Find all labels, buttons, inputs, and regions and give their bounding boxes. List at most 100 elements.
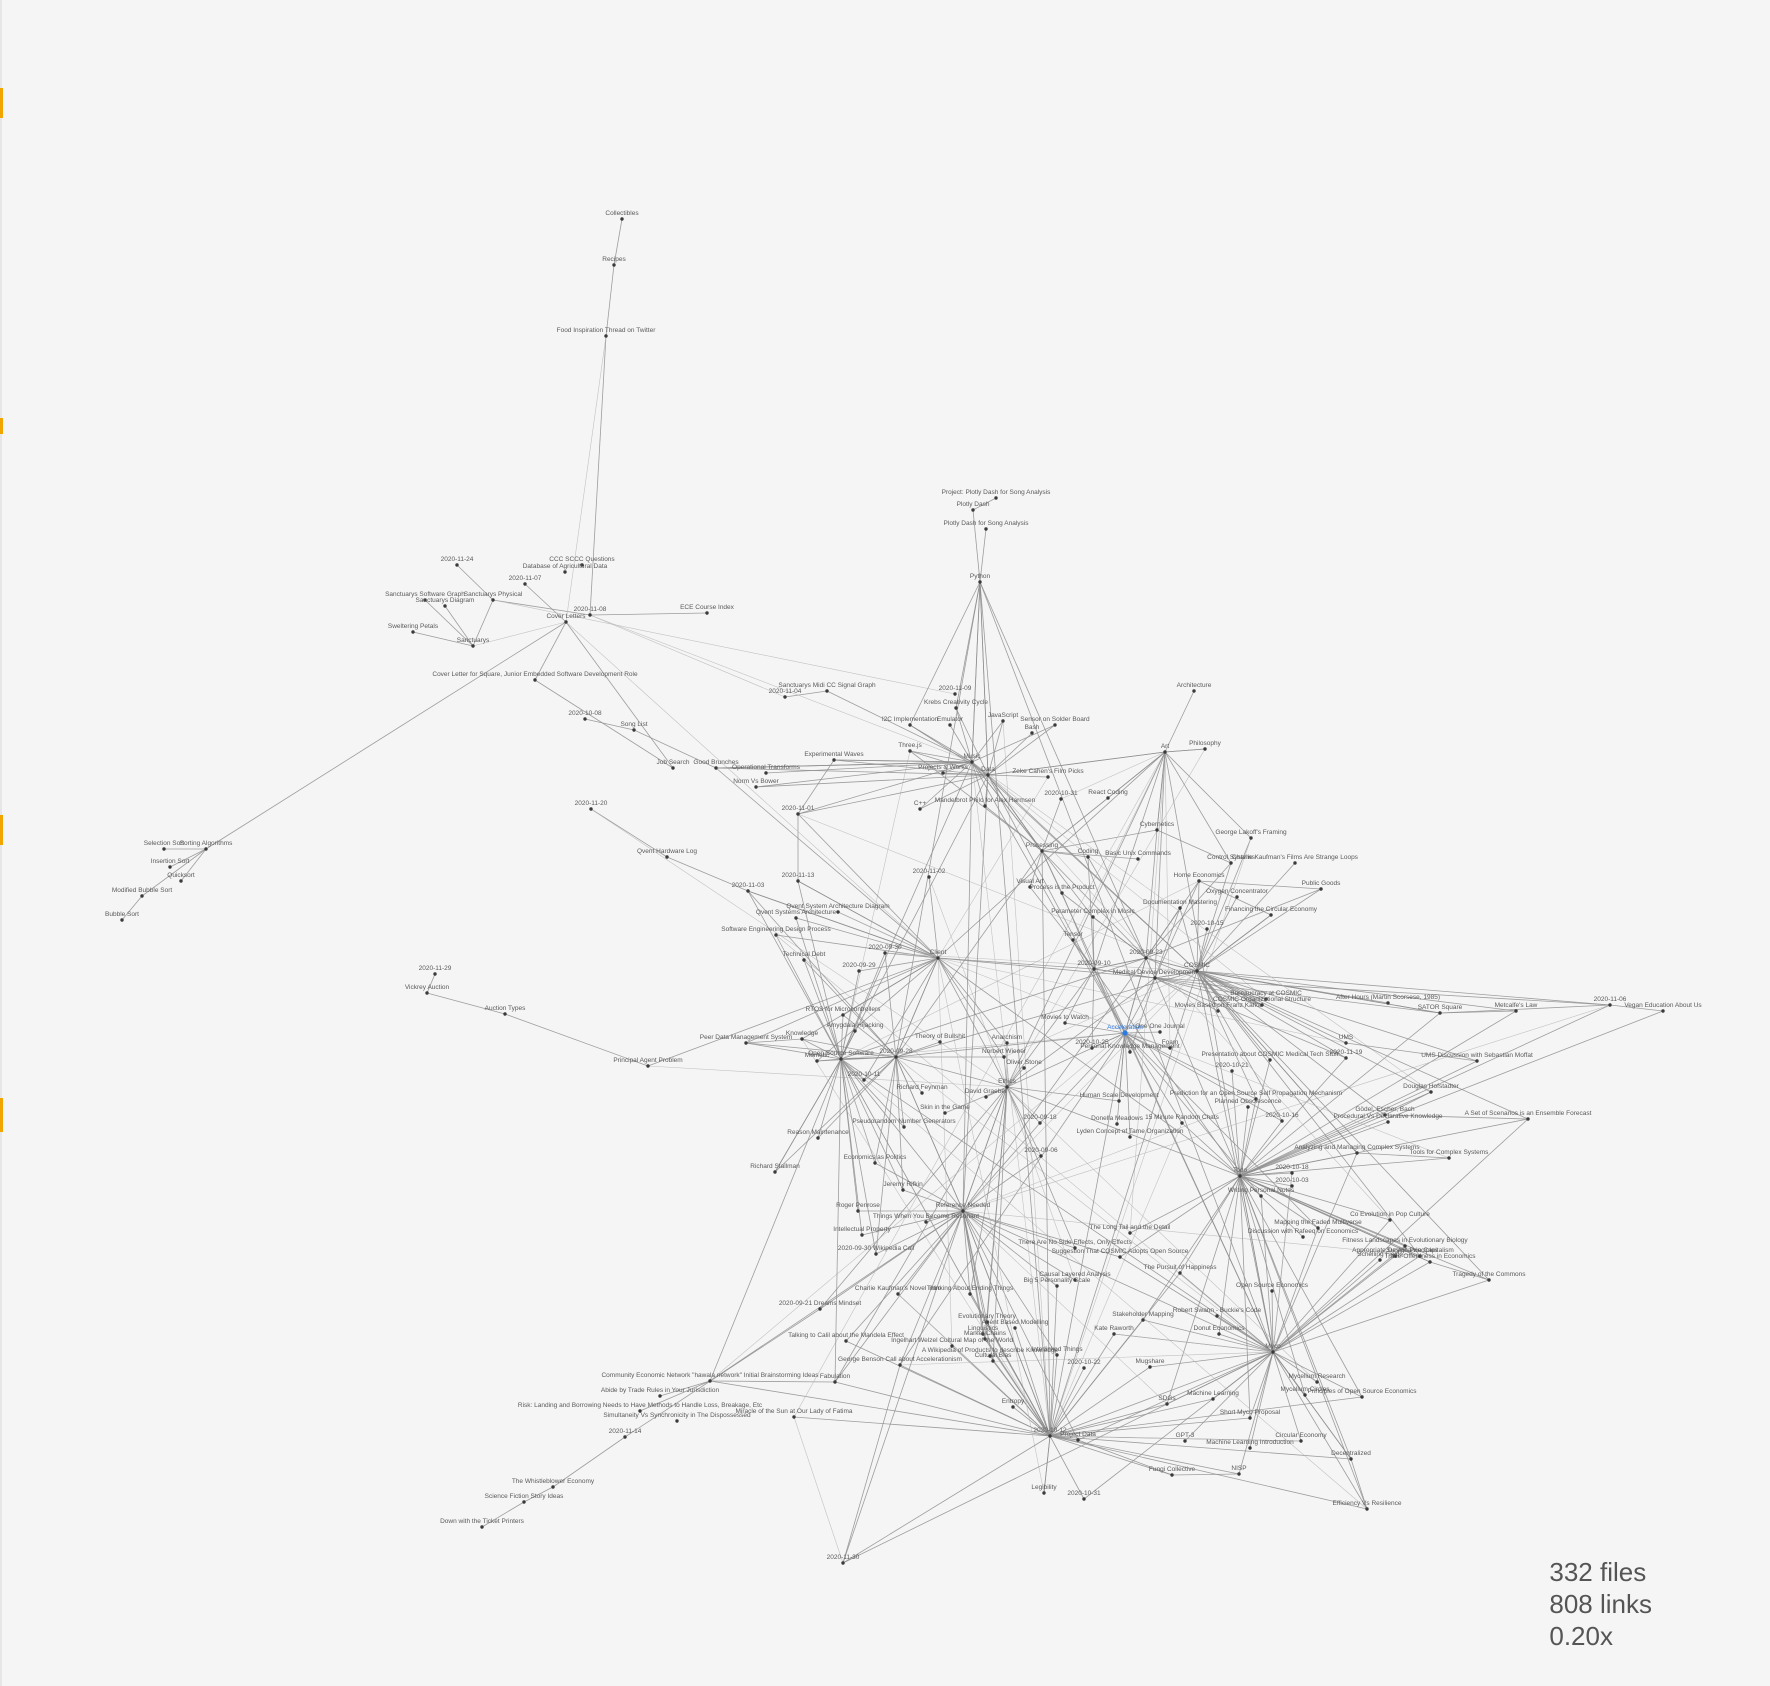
graph-node[interactable]: Process is the Product bbox=[1029, 884, 1095, 895]
graph-node-dot[interactable] bbox=[533, 678, 537, 682]
graph-node[interactable]: 2020-09-30 Wikipedia Call bbox=[838, 1245, 915, 1256]
graph-node[interactable]: Oliver Stone bbox=[1006, 1059, 1042, 1070]
graph-node-dot[interactable] bbox=[1122, 1030, 1128, 1036]
graph-node-dot[interactable] bbox=[1030, 731, 1034, 735]
graph-node[interactable]: Qvent Hardware Log bbox=[637, 848, 697, 859]
graph-node-dot[interactable] bbox=[936, 956, 940, 960]
graph-node-dot[interactable] bbox=[1268, 1058, 1272, 1062]
graph-node-dot[interactable] bbox=[1438, 1011, 1442, 1015]
graph-node-dot[interactable] bbox=[948, 723, 952, 727]
graph-node-dot[interactable] bbox=[1229, 861, 1233, 865]
graph-node-dot[interactable] bbox=[744, 1041, 748, 1045]
graph-node-dot[interactable] bbox=[1183, 1439, 1187, 1443]
graph-node[interactable]: The Whistleblower Economy bbox=[512, 1478, 595, 1489]
graph-node[interactable]: Down with the Ticket Printers bbox=[440, 1518, 525, 1529]
graph-node-dot[interactable] bbox=[800, 1037, 804, 1041]
graph-node-dot[interactable] bbox=[1293, 861, 1297, 865]
graph-node-dot[interactable] bbox=[580, 563, 584, 567]
graph-node[interactable]: Evolutionary Theory bbox=[958, 1313, 1017, 1324]
graph-node-dot[interactable] bbox=[774, 933, 778, 937]
graph-node[interactable]: 2020-10-03 bbox=[1275, 1177, 1309, 1188]
graph-node[interactable]: Kate Raworth bbox=[1094, 1325, 1134, 1336]
graph-node-dot[interactable] bbox=[1165, 1402, 1169, 1406]
graph-node-dot[interactable] bbox=[816, 1136, 820, 1140]
graph-node[interactable]: 2020-09-30 bbox=[868, 944, 902, 955]
graph-node[interactable]: Machine Learning bbox=[1187, 1390, 1239, 1401]
graph-node[interactable]: Food Inspiration Thread on Twitter bbox=[557, 327, 657, 338]
graph-node[interactable]: Planned Obsolescence bbox=[1215, 1098, 1282, 1109]
graph-node-dot[interactable] bbox=[1117, 1099, 1121, 1103]
graph-node[interactable]: Projects & Works bbox=[918, 764, 969, 775]
graph-node-dot[interactable] bbox=[818, 1307, 822, 1311]
graph-node-dot[interactable] bbox=[894, 1055, 898, 1059]
graph-node-dot[interactable] bbox=[589, 807, 593, 811]
graph-node[interactable]: Art bbox=[1161, 743, 1170, 754]
graph-node-dot[interactable] bbox=[927, 875, 931, 879]
graph-node-dot[interactable] bbox=[836, 910, 840, 914]
graph-node[interactable]: Python bbox=[970, 573, 991, 584]
graph-node[interactable]: Stakeholder Mapping bbox=[1112, 1311, 1174, 1322]
graph-node[interactable]: JavaScript bbox=[988, 712, 1019, 723]
graph-node[interactable]: 2020-10-16 bbox=[1265, 1112, 1299, 1123]
graph-node-dot[interactable] bbox=[1048, 1434, 1052, 1438]
graph-node[interactable]: George Lakoff's Framing bbox=[1215, 829, 1287, 840]
graph-node-dot[interactable] bbox=[994, 496, 998, 500]
graph-node-dot[interactable] bbox=[588, 613, 592, 617]
graph-node[interactable]: Myco bbox=[1265, 1343, 1281, 1354]
graph-node-dot[interactable] bbox=[1002, 1055, 1006, 1059]
graph-node[interactable]: Vegan Education About Us bbox=[1624, 1002, 1702, 1013]
graph-node-dot[interactable] bbox=[1055, 1353, 1059, 1357]
graph-node[interactable]: Operational Transforms bbox=[732, 764, 801, 775]
graph-node[interactable]: Movies to Watch bbox=[1041, 1014, 1089, 1025]
graph-node[interactable]: Reference Needed bbox=[936, 1202, 991, 1213]
graph-node[interactable]: UMS Discussion with Sebastian Moffat bbox=[1421, 1052, 1533, 1063]
graph-node[interactable]: Tools for Complex Systems bbox=[1410, 1149, 1489, 1160]
graph-node-dot[interactable] bbox=[1203, 747, 1207, 751]
graph-node[interactable]: Principal Agent Problem bbox=[613, 1057, 683, 1068]
graph-node[interactable]: Co Evolution in Pop Culture bbox=[1350, 1211, 1430, 1222]
graph-node-dot[interactable] bbox=[1315, 1380, 1319, 1384]
graph-node[interactable]: Basic Unix Commands bbox=[1105, 850, 1172, 861]
graph-node[interactable]: Visual Art bbox=[1016, 878, 1044, 889]
graph-node-dot[interactable] bbox=[783, 695, 787, 699]
graph-node-dot[interactable] bbox=[1082, 1497, 1086, 1501]
graph-node-dot[interactable] bbox=[1112, 1332, 1116, 1336]
graph-node[interactable]: Anarchism bbox=[992, 1034, 1023, 1045]
graph-node-dot[interactable] bbox=[857, 969, 861, 973]
graph-node[interactable]: Sanctuarys Software Graph bbox=[385, 591, 465, 602]
graph-node-dot[interactable] bbox=[1128, 1050, 1132, 1054]
graph-node[interactable]: Analyzing and Managing Complex Systems bbox=[1294, 1144, 1420, 1155]
graph-node[interactable]: Legibility bbox=[1031, 1484, 1057, 1495]
graph-node-dot[interactable] bbox=[471, 644, 475, 648]
graph-node[interactable]: Data bbox=[981, 766, 995, 777]
graph-node-dot[interactable] bbox=[943, 1111, 947, 1115]
graph-node-dot[interactable] bbox=[754, 785, 758, 789]
graph-node[interactable]: 2020-10-18 bbox=[1275, 1164, 1309, 1175]
graph-node[interactable]: After Hours (Martin Scorsese, 1985) bbox=[1336, 994, 1440, 1005]
graph-node[interactable]: Pseudorandom Number Generators bbox=[852, 1118, 956, 1129]
graph-node-dot[interactable] bbox=[841, 1561, 845, 1565]
graph-node-dot[interactable] bbox=[1383, 1113, 1387, 1117]
graph-node-dot[interactable] bbox=[1053, 723, 1057, 727]
graph-node[interactable]: Open Source Software bbox=[808, 1050, 874, 1061]
graph-node-dot[interactable] bbox=[162, 847, 166, 851]
graph-node-dot[interactable] bbox=[120, 918, 124, 922]
graph-node[interactable]: Financing the Circular Economy bbox=[1225, 906, 1318, 917]
graph-node-dot[interactable] bbox=[1086, 855, 1090, 859]
graph-node[interactable]: Medical Device Development bbox=[1113, 969, 1197, 980]
graph-node[interactable]: Mycelium Circles bbox=[1280, 1386, 1330, 1397]
graph-node[interactable]: Knowledge bbox=[786, 1030, 819, 1041]
graph-node-dot[interactable] bbox=[901, 1188, 905, 1192]
graph-node-dot[interactable] bbox=[796, 812, 800, 816]
graph-node[interactable]: Gödel, Escher, Bach bbox=[1355, 1106, 1415, 1117]
graph-node-dot[interactable] bbox=[773, 1170, 777, 1174]
graph-node-dot[interactable] bbox=[1144, 956, 1148, 960]
graph-node[interactable]: Sanctuarys Midi CC Signal Graph bbox=[778, 682, 876, 693]
graph-node[interactable]: Interlinked Things bbox=[1031, 1346, 1083, 1357]
graph-node[interactable]: Parameter Complex in Music bbox=[1051, 908, 1135, 919]
graph-node[interactable]: 2020-11-07 bbox=[509, 575, 542, 586]
graph-node-dot[interactable] bbox=[714, 766, 718, 770]
graph-node-dot[interactable] bbox=[1128, 1231, 1132, 1235]
graph-node-dot[interactable] bbox=[908, 749, 912, 753]
